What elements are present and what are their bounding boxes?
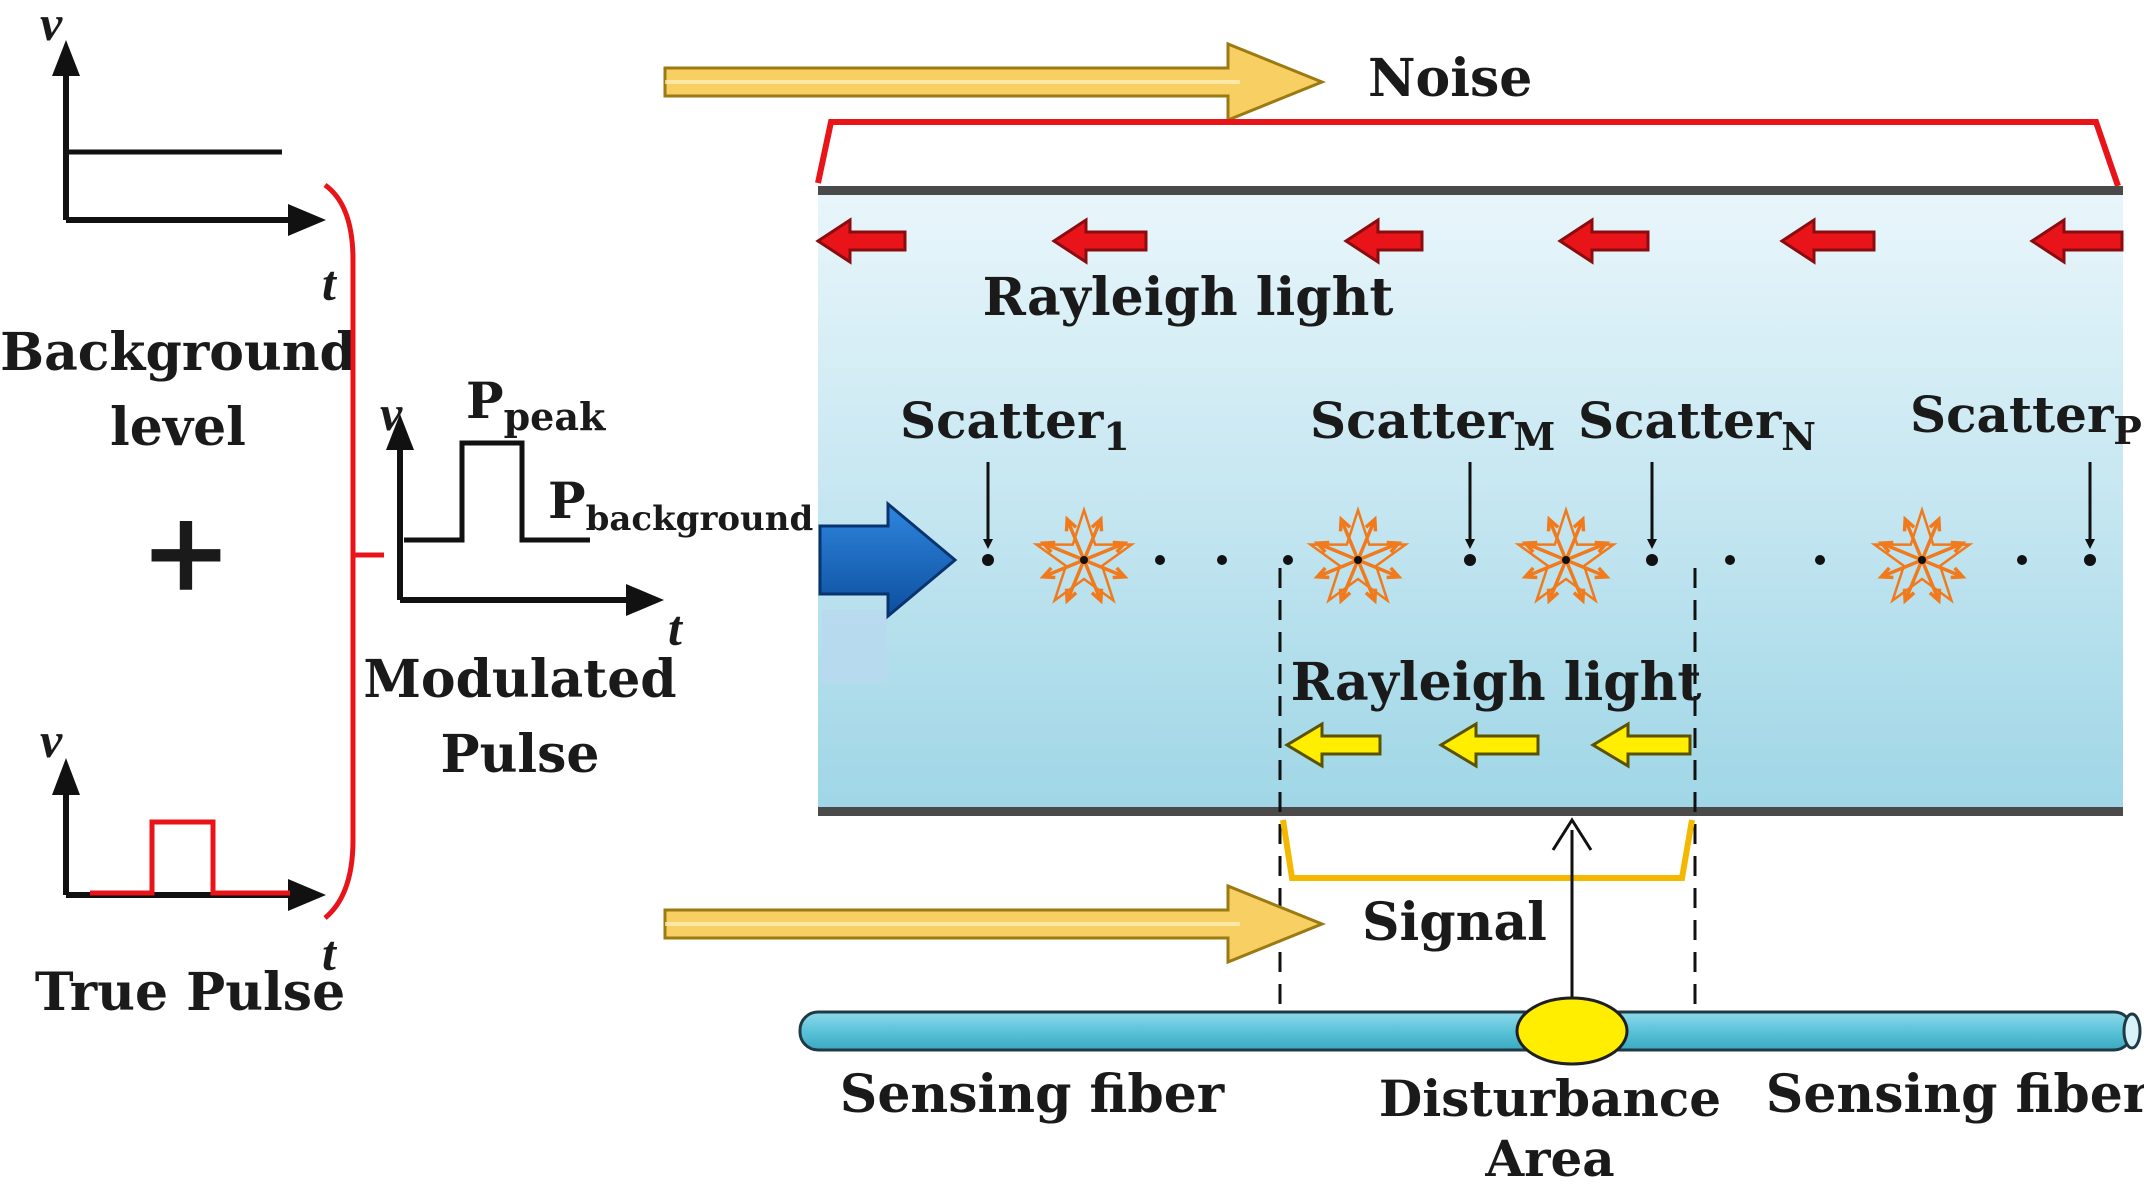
scatter-n-label: ScatterN bbox=[1578, 391, 1816, 459]
disturbance-label-line2: Area bbox=[1484, 1129, 1614, 1184]
fiber-end bbox=[2122, 1012, 2142, 1050]
pulse-shadow bbox=[822, 610, 887, 682]
y-axis-arrow-icon bbox=[386, 414, 414, 450]
up-arrow-icon bbox=[1551, 817, 1593, 851]
true-pulse-waveform bbox=[90, 819, 290, 896]
scatter-burst-icon bbox=[1306, 505, 1410, 605]
y-axis-arrow-icon bbox=[52, 758, 80, 795]
x-axis-arrow-icon bbox=[626, 584, 664, 616]
combine-brace bbox=[323, 182, 356, 920]
true-pulse-label: True Pulse bbox=[35, 962, 345, 1023]
scatter-burst-icon bbox=[1032, 505, 1136, 605]
x-axis-arrow-icon bbox=[288, 204, 326, 236]
signal-arrow-icon bbox=[663, 883, 1327, 965]
disturbance-marker bbox=[1515, 996, 1629, 1066]
x-axis-arrow-icon bbox=[288, 879, 326, 911]
background-label-line2: level bbox=[110, 397, 246, 458]
scatter-burst-icon bbox=[1514, 505, 1618, 605]
modulated-label-line2: Pulse bbox=[440, 724, 599, 785]
background-axis-y: v bbox=[40, 0, 63, 51]
background-label-line1: Background bbox=[0, 322, 356, 383]
plus-sign: + bbox=[140, 487, 232, 616]
p-peak-label: Ppeak bbox=[466, 371, 606, 439]
left-arrow-icon bbox=[1051, 217, 1148, 265]
modulated-label-line1: Modulated bbox=[363, 649, 676, 710]
true-pulse-axis-y: v bbox=[40, 712, 63, 768]
modulated-axis-y: v bbox=[380, 385, 403, 441]
scatter-p-label: ScatterP bbox=[1910, 385, 2142, 453]
left-arrow-icon bbox=[815, 217, 907, 265]
rayleigh-top-label: Rayleigh light bbox=[983, 267, 1394, 328]
left-arrow-icon bbox=[1590, 721, 1692, 769]
scatter-pointers bbox=[983, 462, 2095, 549]
sensing-fiber-left-label: Sensing fiber bbox=[840, 1064, 1225, 1125]
modulated-axis-x: t bbox=[668, 600, 684, 656]
left-arrow-icon bbox=[1284, 721, 1382, 769]
y-axis-arrow-icon bbox=[52, 40, 80, 76]
background-axis-x: t bbox=[322, 255, 338, 311]
scatter-points bbox=[982, 554, 2096, 566]
rayleigh-arrows-bottom bbox=[1284, 721, 1692, 769]
true-pulse-plot: v t bbox=[40, 712, 338, 981]
scatter-1-label: Scatter1 bbox=[900, 391, 1130, 459]
rayleigh-bottom-label: Rayleigh light bbox=[1291, 652, 1702, 713]
scatter-burst-icon bbox=[1870, 505, 1974, 605]
tube-bottom-wall bbox=[818, 807, 2123, 816]
modulated-pulse-plot: v t Ppeak Pbackground bbox=[380, 371, 813, 656]
p-background-label: Pbackground bbox=[548, 471, 813, 539]
sensing-fiber bbox=[798, 1010, 2134, 1052]
left-arrow-icon bbox=[1438, 721, 1540, 769]
rayleigh-arrows-top bbox=[815, 217, 2124, 265]
background-level-plot: v t bbox=[40, 0, 338, 311]
signal-label: Signal bbox=[1362, 892, 1547, 953]
left-arrow-icon bbox=[1343, 217, 1424, 265]
tube-top-wall bbox=[818, 186, 2123, 195]
signal-bracket bbox=[1280, 819, 1695, 881]
scatter-bursts bbox=[1032, 505, 1974, 605]
left-arrow-icon bbox=[1779, 217, 1876, 265]
modulated-waveform bbox=[404, 440, 590, 543]
scatter-m-label: ScatterM bbox=[1310, 391, 1555, 459]
left-arrow-icon bbox=[1557, 217, 1650, 265]
noise-arrow-icon bbox=[663, 41, 1327, 123]
left-arrow-icon bbox=[2029, 217, 2124, 265]
sensing-fiber-right-label: Sensing fiber bbox=[1766, 1064, 2144, 1125]
true-pulse-axis-x: t bbox=[322, 925, 338, 981]
noise-bracket bbox=[815, 119, 2121, 187]
noise-label: Noise bbox=[1368, 48, 1532, 109]
probe-pulse-arrow-icon bbox=[818, 500, 958, 620]
disturbance-label-line1: Disturbance bbox=[1379, 1069, 1721, 1128]
